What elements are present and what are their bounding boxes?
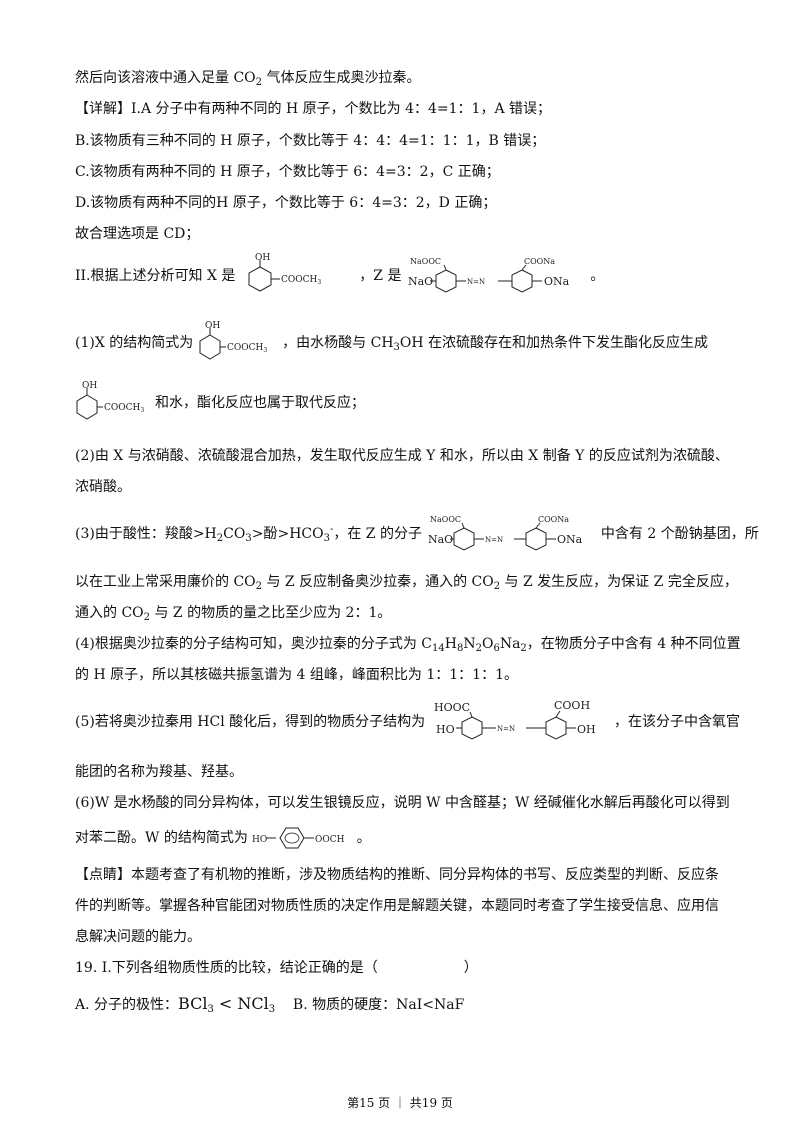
svg-text:ONa: ONa xyxy=(544,275,570,288)
svg-text:HO: HO xyxy=(436,723,455,736)
svg-text:COONa: COONa xyxy=(538,515,569,524)
text-line-13: 以在工业上常采用廉价的 CO2 与 Z 反应制备奥沙拉秦，通入的 CO2 与 Z… xyxy=(75,574,738,592)
text-line-1: 然后向该溶液中通入足量 CO2 气体反应生成奥沙拉秦。 xyxy=(75,70,421,88)
svg-text:OOCH: OOCH xyxy=(315,835,345,845)
svg-text:OH: OH xyxy=(255,253,270,263)
svg-text:OH: OH xyxy=(577,723,596,736)
x-structure-3: OH COOCH3 xyxy=(76,381,144,420)
svg-text:N=N: N=N xyxy=(467,278,485,286)
text-line-20: 对苯二酚。W 的结构简式为 HO OOCH 。 xyxy=(75,824,371,852)
question-19: 19. I.下列各组物质性质的比较，结论正确的是（） xyxy=(75,960,478,976)
z-structure-2: NaOOC COONa NaO N=N ONa xyxy=(428,515,583,551)
text-line-11: 浓硝酸。 xyxy=(75,479,131,495)
svg-text:COOCH3: COOCH3 xyxy=(104,403,144,414)
svg-text:COONa: COONa xyxy=(524,257,555,266)
svg-text:OH: OH xyxy=(82,381,97,391)
text-line-10: (2)由 X 与浓硝酸、浓硫酸混合加热，发生取代反应生成 Y 和水，所以由 X … xyxy=(75,448,729,464)
text-line-22: 件的判断等。掌握各种官能团对物质性质的决定作用是解题关键，本题同时考查了学生接受… xyxy=(75,898,719,914)
acid-structure: HOOC COOH HO N=N OH xyxy=(434,699,596,740)
text-line-3: B.该物质有三种不同的 H 原子，个数比等于 4：4：4=1：1：1，B 错误； xyxy=(75,133,546,149)
svg-text:HOOC: HOOC xyxy=(434,701,470,714)
text-line-18: 能团的名称为羧基、羟基。 xyxy=(75,764,243,780)
x-structure: OH COOCH3 xyxy=(248,253,321,292)
z-structure: NaOOC COONa NaO N=N ONa xyxy=(408,257,570,293)
svg-text:COOCH3: COOCH3 xyxy=(281,275,321,286)
text-line-4: C.该物质有两种不同的 H 原子，个数比等于 6：4=3：2，C 正确； xyxy=(75,164,500,180)
text-line-5: D.该物质有两种不同的H 原子，个数比等于 6：4=3：2，D 正确； xyxy=(75,195,497,211)
svg-text:HO: HO xyxy=(252,835,267,845)
text-line-2: 【详解】I.A 分子中有两种不同的 H 原子，个数比为 4：4=1：1，A 错误… xyxy=(75,101,552,117)
text-line-8: (1)X 的结构简式为 OH COOCH3 ，由水杨酸与 CH3OH 在浓硫酸存… xyxy=(75,320,708,366)
svg-text:N=N: N=N xyxy=(485,536,503,544)
x-structure-2: OH COOCH3 xyxy=(199,321,267,360)
w-structure: HO OOCH xyxy=(252,827,345,849)
text-line-23: 息解决问题的能力。 xyxy=(75,929,201,945)
text-line-9: OH COOCH3 和水，酯化反应也属于取代反应； xyxy=(75,380,365,426)
text-line-21: 【点睛】本题考查了有机物的推断，涉及物质结构的推断、同分异构体的书写、反应类型的… xyxy=(75,867,719,883)
option-line: A. 分子的极性：BCl3 < NCl3 B. 物质的硬度：NaI<NaF xyxy=(75,994,465,1015)
text-line-6: 故合理选项是 CD； xyxy=(75,226,200,242)
text-line-15: (4)根据奥沙拉秦的分子结构可知，奥沙拉秦的分子式为 C14H8N2O6Na2，… xyxy=(75,636,741,654)
svg-text:N=N: N=N xyxy=(497,725,515,733)
svg-text:NaO: NaO xyxy=(428,533,453,546)
svg-text:COOCH3: COOCH3 xyxy=(227,343,267,354)
svg-text:NaOOC: NaOOC xyxy=(430,515,461,524)
text-line-17: (5)若将奥沙拉秦用 HCl 酸化后，得到的物质分子结构为 HOOC COOH … xyxy=(75,697,740,747)
svg-text:COOH: COOH xyxy=(554,699,590,712)
text-line-7: II.根据上述分析可知 X 是 OH COOCH3 ，Z 是 NaOOC COO… xyxy=(75,252,604,300)
svg-text:OH: OH xyxy=(205,321,220,331)
svg-text:NaOOC: NaOOC xyxy=(410,257,441,266)
text-line-16: 的 H 原子，所以其核磁共振氢谱为 4 组峰，峰面积比为 1：1：1：1。 xyxy=(75,667,518,683)
text-line-19: (6)W 是水杨酸的同分异构体，可以发生银镜反应，说明 W 中含醛基；W 经碱催… xyxy=(75,795,730,811)
text-line-14: 通入的 CO2 与 Z 的物质的量之比至少应为 2：1。 xyxy=(75,605,392,623)
page-footer: 第15 页 ｜ 共19 页 xyxy=(347,1096,453,1110)
svg-text:NaO: NaO xyxy=(408,275,433,288)
text-line-12: (3)由于酸性：羧酸>H2CO3>酚>HCO3-，在 Z 的分子 NaOOC C… xyxy=(75,512,759,556)
svg-text:ONa: ONa xyxy=(557,533,583,546)
